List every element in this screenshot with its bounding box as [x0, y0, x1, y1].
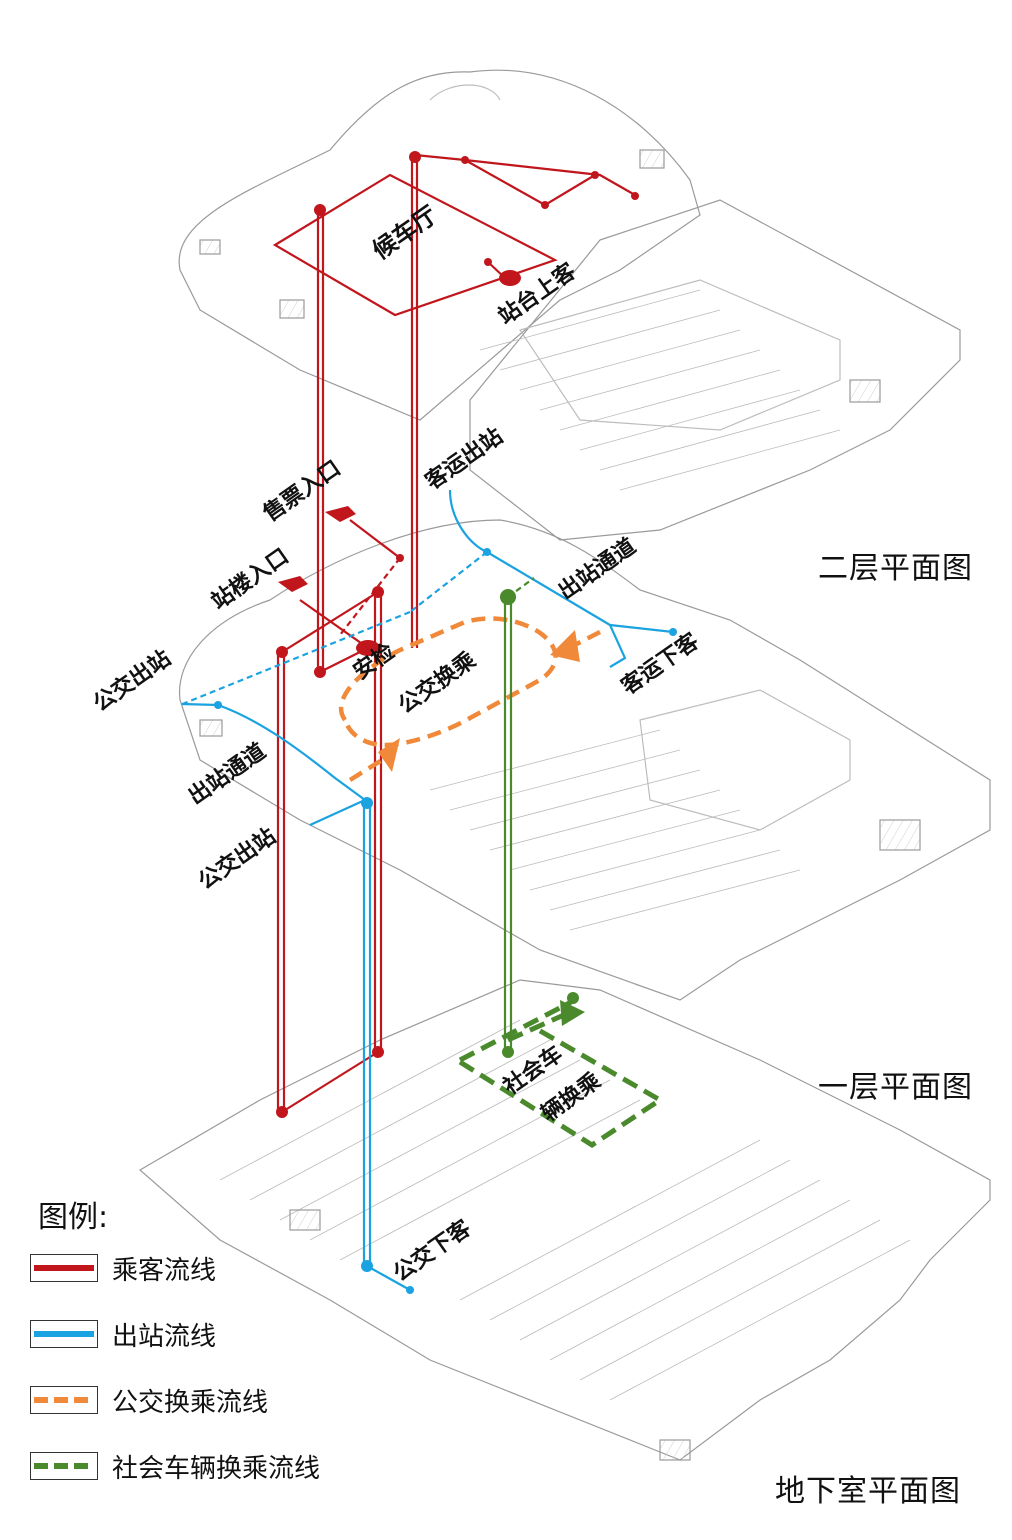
legend-swatch-exit — [30, 1320, 98, 1348]
passenger-nodes — [276, 151, 639, 1118]
node-basement-left — [276, 1106, 288, 1118]
legend-swatch-passenger — [30, 1254, 98, 1282]
label-bus-transfer: 公交换乘 — [394, 647, 481, 719]
bus-transfer-arrow-out — [550, 630, 580, 662]
bus-transfer-arrows — [378, 630, 580, 772]
node-hall-c — [591, 171, 599, 179]
node-security — [356, 640, 380, 656]
car-transfer-nodes — [500, 589, 585, 1058]
second-floor-plan — [178, 69, 961, 541]
legend-swatch-car-transfer — [30, 1452, 98, 1480]
label-bus-dropoff: 公交下客 — [389, 1215, 477, 1287]
legend-item-bus-transfer: 公交换乘流线 — [30, 1382, 268, 1418]
station-entrance-arrow — [278, 576, 308, 592]
bus-transfer-arrow-in — [378, 738, 400, 772]
node-waiting-right — [409, 151, 421, 163]
entrance-arrows — [278, 506, 356, 592]
label-bus-exit-upper: 公交出站 — [89, 645, 176, 717]
node-hall-d — [631, 192, 639, 200]
legend-item-car-transfer: 社会车辆换乘流线 — [30, 1448, 320, 1484]
node-first-exit — [361, 797, 373, 809]
node-coach-dropoff — [669, 628, 677, 636]
basement-plan — [138, 979, 991, 1461]
floor-title-basement: 地下室平面图 — [775, 1474, 961, 1509]
node-hall-a — [461, 156, 469, 164]
node-bus-dropoff — [361, 1260, 373, 1272]
legend-label-exit: 出站流线 — [112, 1321, 217, 1352]
legend-item-exit: 出站流线 — [30, 1316, 216, 1352]
legend-label-bus-transfer: 公交换乘流线 — [112, 1387, 269, 1418]
node-bus-dropoff-end — [406, 1286, 414, 1294]
car-transfer-lines — [458, 577, 665, 1148]
label-station-entrance: 站楼入口 — [207, 544, 293, 615]
legend-swatch-bus-transfer — [30, 1386, 98, 1414]
legend-label-car-transfer: 社会车辆换乘流线 — [112, 1453, 321, 1484]
node-first-left — [276, 646, 288, 658]
floor-title-first: 一层平面图 — [818, 1070, 973, 1105]
label-coach-dropoff: 客运下客 — [617, 628, 705, 700]
label-bus-exit-lower: 公交出站 — [194, 823, 281, 895]
node-basement-right — [372, 1046, 384, 1058]
label-coach-exit: 客运出站 — [421, 423, 508, 495]
node-car-upper — [500, 589, 516, 605]
node-first-right — [372, 586, 384, 598]
first-floor-plan — [178, 519, 991, 1001]
legend-label-passenger: 乘客流线 — [112, 1255, 217, 1286]
label-car-transfer-2: 辆换乘 — [537, 1068, 606, 1127]
node-car-basement — [502, 1046, 514, 1058]
node-coach-exit — [483, 548, 491, 556]
node-hall-b — [541, 201, 549, 209]
exit-nodes — [214, 548, 677, 1294]
node-waiting-left — [314, 204, 326, 216]
exit-flow-lines — [179, 489, 674, 1291]
node-bus-exit — [214, 701, 222, 709]
floor-title-second: 二层平面图 — [818, 551, 973, 586]
label-exit-channel-right: 出站通道 — [554, 533, 641, 605]
legend-title: 图例: — [38, 1200, 109, 1235]
car-transfer-arrow — [560, 1000, 585, 1026]
ticket-entrance-arrow — [325, 506, 356, 522]
node-ticket — [396, 554, 404, 562]
node-platform — [499, 270, 521, 286]
label-waiting-hall: 候车厅 — [367, 201, 442, 265]
node-car-arrow — [567, 992, 579, 1004]
legend-item-passenger: 乘客流线 — [30, 1250, 216, 1286]
passenger-flow-lines — [272, 153, 636, 1113]
node-hall-e — [484, 258, 492, 266]
node-first-mid — [314, 666, 326, 678]
